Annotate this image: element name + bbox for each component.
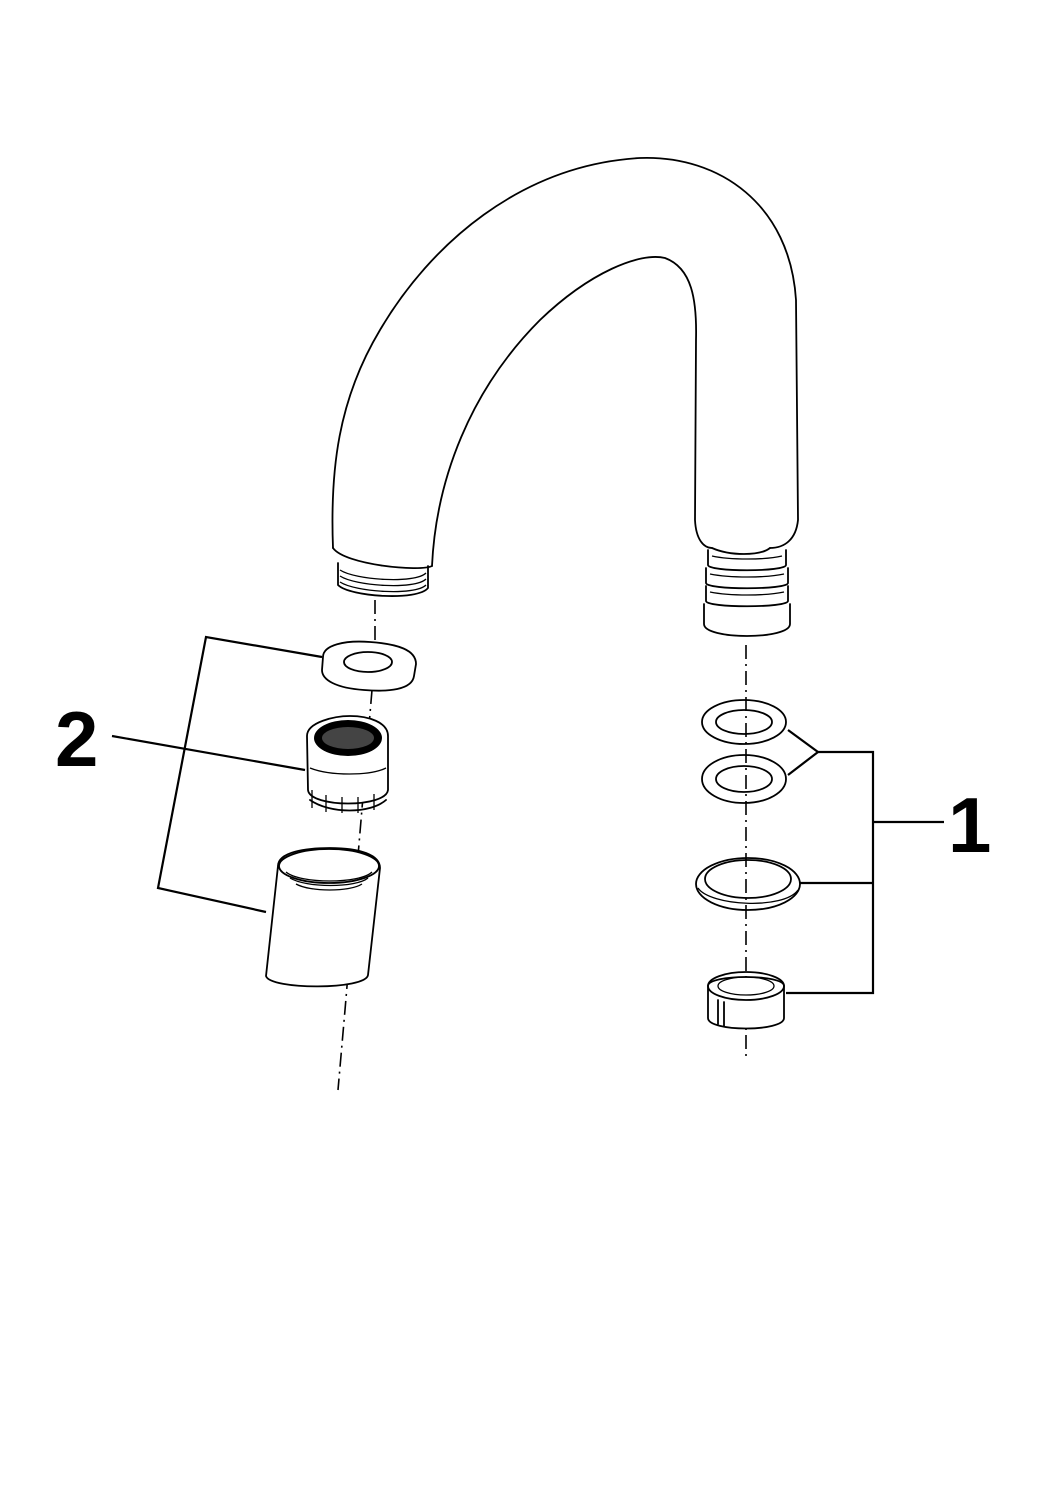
left-bracket xyxy=(156,635,323,914)
aerator-housing xyxy=(265,847,381,988)
spout-outlet-thread xyxy=(337,562,429,597)
spout-body xyxy=(331,157,799,569)
support-ring xyxy=(695,857,801,911)
o-ring-lower xyxy=(701,754,787,804)
spout-stem-grooves xyxy=(703,549,791,637)
leader-item-2 xyxy=(111,734,306,772)
callout-1: 1 xyxy=(948,781,991,869)
split-bushing xyxy=(707,971,785,1030)
leader-item-1-orings xyxy=(787,729,820,776)
o-ring-upper xyxy=(701,699,787,745)
callout-2: 2 xyxy=(55,695,98,783)
aerator-insert xyxy=(306,715,389,813)
leader-item-1-bracket xyxy=(786,750,944,995)
flat-washer xyxy=(321,640,417,692)
